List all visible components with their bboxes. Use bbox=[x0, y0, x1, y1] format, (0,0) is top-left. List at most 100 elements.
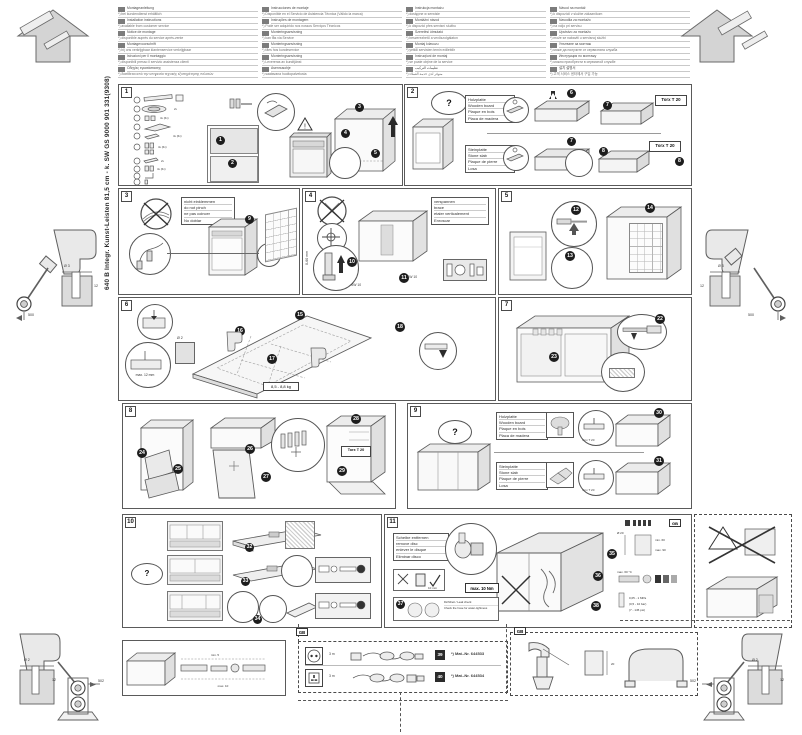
spirit-level-icon bbox=[322, 228, 340, 246]
language-column-1: Montageanleitung*) bei kundendienst erhä… bbox=[118, 6, 258, 78]
svg-text:min. 5: min. 5 bbox=[211, 653, 220, 657]
no-drill-warning-icon bbox=[708, 526, 776, 564]
opt-line: Plaque en bois bbox=[499, 426, 545, 433]
panel-10: 10 ? 32 bbox=[122, 514, 382, 628]
language-title: Montagevoorschrift bbox=[127, 42, 258, 48]
door-mount-a: 24 25 bbox=[135, 414, 199, 502]
flag-icon-ar bbox=[406, 66, 413, 72]
language-title: Montážní návod bbox=[415, 18, 546, 24]
step-bullet: 5 bbox=[371, 149, 380, 158]
step-bullet: 28 bbox=[351, 414, 361, 424]
language-subtitle: *) bij ons verkrijgbaar klantenservice v… bbox=[118, 48, 258, 54]
language-entry-tr: Montaj kılavuzu bbox=[406, 42, 546, 48]
no-overtighten-icon bbox=[501, 575, 531, 605]
language-subtitle: *) saatavana huoltopalvelusta bbox=[262, 72, 402, 78]
opt-line: Wooden board bbox=[468, 103, 512, 110]
language-column-4: Návod na montáž*) k dispozícii v službe … bbox=[550, 6, 690, 78]
leak-check-strip: 37 Dichtheit / Leak check Check the hose… bbox=[393, 597, 499, 621]
uk-tap-icon bbox=[624, 648, 688, 688]
svg-text:4x (6x): 4x (6x) bbox=[157, 167, 166, 171]
accessory-row-2: 3 m 40 *) Mat.-Nr. 644534 bbox=[305, 668, 501, 688]
drill-diameter-bottom-left: Ø 2 bbox=[24, 658, 30, 662]
cabinet-rear-opening-icon bbox=[705, 576, 779, 618]
language-entry-hr: Uputstvo za montažu bbox=[550, 30, 690, 36]
language-entry-sk: Návod na montáž bbox=[550, 6, 690, 12]
drill-dim-bottom-right: 502 bbox=[690, 679, 696, 683]
flag-icon-bg bbox=[550, 42, 557, 48]
opt-line: Stone slab bbox=[499, 470, 545, 477]
step-bullet: 8 bbox=[675, 157, 684, 166]
step-1-2-detail: 1 2 bbox=[207, 125, 259, 183]
panel-2: 2 ? Holzplatte Wooden board Plaque en bo… bbox=[404, 84, 692, 186]
drill-icon-top-left bbox=[19, 10, 71, 50]
panel-3: 3 nicht einklemmen do not pinch ne pas c… bbox=[118, 188, 300, 295]
language-subnote-fi: *) saatavana huoltopalvelusta bbox=[262, 72, 402, 78]
language-title: Instrucciones de montaje bbox=[271, 6, 402, 12]
language-subtitle: *) može se nabaviti u servisnoj službi bbox=[550, 36, 690, 42]
accessory-badge-2: 40 bbox=[435, 672, 445, 682]
language-subnote-dk: *) kan fås via Service bbox=[262, 36, 402, 42]
language-entry-ar: تعليمات التركيب bbox=[406, 66, 546, 72]
accessory-mat-1: *) Mat.-Nr. 644533 bbox=[451, 651, 485, 656]
note-line: etaier verticalement bbox=[434, 211, 486, 218]
variant-row-a: 32 bbox=[167, 521, 373, 553]
tool-label-torx-8: Torx T 20 bbox=[341, 446, 371, 457]
language-entry-dk: Monteringsanvisning bbox=[262, 30, 402, 36]
accessories-box: 3 m 39 *) Mat.-Nr. 644533 3 m bbox=[298, 641, 508, 693]
language-subnote-kr: *) 고객 서비스 센터에서 구입 가능 bbox=[550, 72, 690, 78]
leader-line bbox=[167, 253, 259, 254]
flag-icon-kr bbox=[550, 66, 557, 72]
stone-material-icon bbox=[546, 462, 574, 488]
language-subnote-se: *) Levereras av kundtjänst bbox=[262, 60, 402, 66]
panel-6: 6 max. 12 mm bbox=[118, 297, 496, 401]
svg-text:max. 12 mm: max. 12 mm bbox=[136, 373, 155, 377]
drill-dim-left: 500 bbox=[28, 313, 34, 317]
option-wooden-board-9: Holzplatte Wooden board Plaque en bois P… bbox=[496, 412, 548, 440]
note-line: No doblar bbox=[184, 217, 202, 223]
worktop-bracket-top: 6 bbox=[531, 89, 593, 127]
note-line: brace bbox=[434, 205, 486, 212]
language-title: Uputstvo za montažu bbox=[559, 30, 690, 36]
drill-diameter-left: Ø 3 bbox=[64, 264, 70, 268]
note-line: do not pinch bbox=[184, 205, 232, 212]
flag-icon-hu bbox=[406, 30, 413, 36]
svg-text:0,05 - 1 MPa: 0,05 - 1 MPa bbox=[629, 596, 647, 600]
opt-line: Plaque en bois bbox=[468, 109, 512, 116]
language-title: Monteringsanvisning bbox=[271, 42, 402, 48]
step-bullet: 16 bbox=[235, 326, 245, 336]
language-subnote-fr: *) disponible auprès du service après-ve… bbox=[118, 36, 258, 42]
note-do-not-pinch: nicht einklemmen do not pinch ne pas coi… bbox=[181, 197, 235, 225]
step-bullet: 34 bbox=[253, 615, 262, 624]
panel-3-number: 3 bbox=[121, 191, 132, 202]
tool-label-sw10-a: SW 10 bbox=[351, 283, 362, 287]
fold-line-4 bbox=[298, 700, 508, 701]
opt-line: Wooden board bbox=[499, 420, 545, 427]
language-subtitle: *) kan fås via Service bbox=[262, 36, 402, 42]
language-title: Asennusohje bbox=[271, 66, 402, 72]
fold-line bbox=[400, 692, 401, 732]
panel-1-number: 1 bbox=[121, 87, 132, 98]
svg-text:max. 10: max. 10 bbox=[218, 684, 229, 688]
panel-8-number: 8 bbox=[125, 406, 136, 417]
language-title: تعليمات التركيب bbox=[415, 66, 546, 72]
language-title: Istruzioni per il montaggio bbox=[127, 54, 258, 60]
flag-icon-no bbox=[262, 42, 269, 48]
panel-4-number: 4 bbox=[305, 191, 316, 202]
panel-5-number: 5 bbox=[501, 191, 512, 202]
screw-kit-c bbox=[315, 593, 371, 619]
panel-7: 7 23 22 bbox=[498, 297, 692, 401]
language-entry-kr: 설치 설명서 bbox=[550, 66, 690, 72]
step-bullet: 31 bbox=[654, 456, 664, 466]
language-title: Montageanleitung bbox=[127, 6, 258, 12]
no-tilt-prohibition-icon bbox=[317, 196, 347, 226]
language-entry-si: Navodila za montažo bbox=[550, 18, 690, 24]
flag-icon-ro bbox=[406, 54, 413, 60]
svg-text:4x (6x): 4x (6x) bbox=[173, 134, 182, 138]
gb-badge: GB bbox=[514, 627, 526, 635]
svg-text:!: ! bbox=[304, 124, 306, 131]
language-subtitle: *) Pode ser adquirido nos nossos Serviço… bbox=[262, 24, 402, 30]
spec-pressure: max. 60 °C bbox=[615, 567, 681, 593]
step-bullet: 36 bbox=[593, 571, 603, 581]
panel-9: 9 ? Holzplatte Wooden board Plaque en bo… bbox=[407, 403, 692, 509]
hinge-detail-icon bbox=[264, 100, 288, 118]
